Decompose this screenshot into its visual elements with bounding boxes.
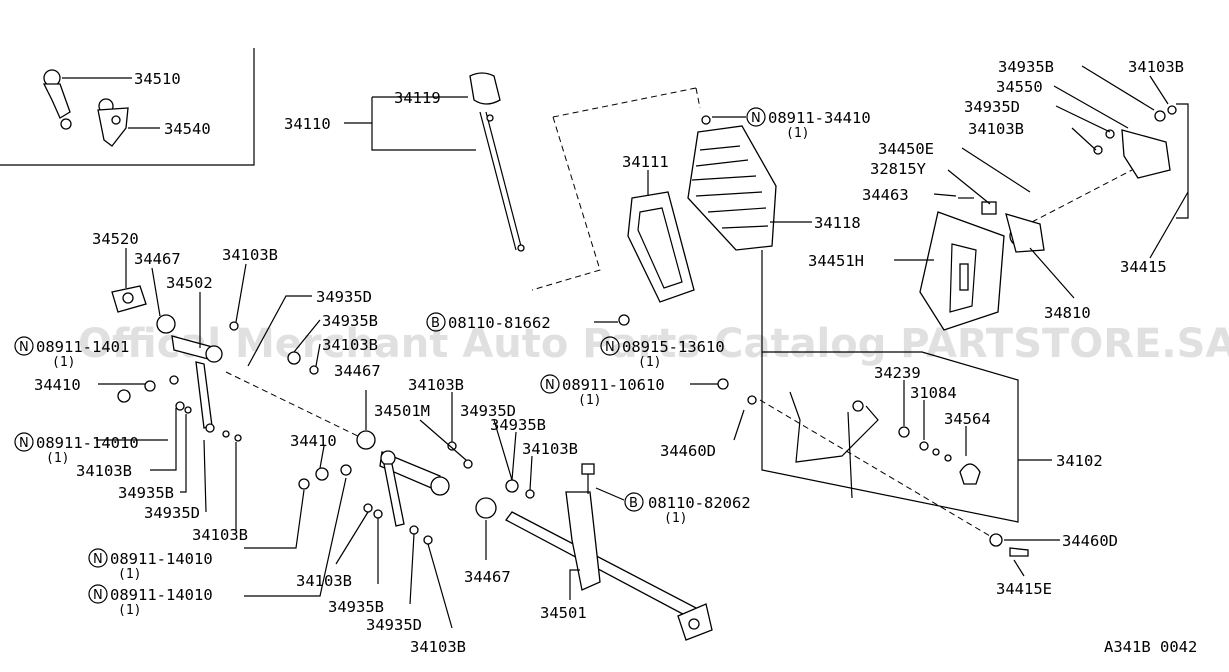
label-31084: 31084 — [910, 384, 957, 402]
nut-marker-icon: N — [19, 340, 29, 355]
label-32815Y: 32815Y — [870, 160, 927, 178]
nut-marker-icon: N — [751, 111, 761, 126]
label-08110-82062: 08110-82062 — [648, 494, 751, 512]
label-34103B: 34103B — [76, 462, 132, 480]
label-34103B: 34103B — [968, 120, 1024, 138]
label-08110-81662: 08110-81662 — [448, 314, 551, 332]
nut-marker-icon: N — [545, 378, 555, 393]
cross-shaft-icon — [505, 463, 713, 641]
label-34935D: 34935D — [144, 504, 200, 522]
label-34935B: 34935B — [328, 598, 384, 616]
label-34103B: 34103B — [192, 526, 248, 544]
label-08911-14010: 08911-14010 — [36, 434, 139, 452]
label-34467: 34467 — [464, 568, 511, 586]
label-34935D: 34935D — [316, 288, 372, 306]
qty-08911-10610: (1) — [578, 393, 601, 408]
label-34935D: 34935D — [460, 402, 516, 420]
label-34415: 34415 — [1120, 258, 1167, 276]
gate-plate-icon — [919, 211, 1005, 331]
label-34415E: 34415E — [996, 580, 1052, 598]
label-08911-14010: 08911-14010 — [110, 586, 213, 604]
bushing-34460D-icon — [989, 533, 1029, 557]
inset-part-34510-icon — [42, 69, 72, 130]
label-34410: 34410 — [34, 376, 81, 394]
bracket-assembly-icon — [958, 103, 1189, 253]
label-08911-10610: 08911-10610 — [562, 376, 665, 394]
label-34103B: 34103B — [1128, 58, 1184, 76]
label-34110: 34110 — [284, 115, 331, 133]
label-34103B: 34103B — [408, 376, 464, 394]
label-34550: 34550 — [996, 78, 1043, 96]
label-34463: 34463 — [862, 186, 909, 204]
label-34103B: 34103B — [322, 336, 378, 354]
label-34103B: 34103B — [222, 246, 278, 264]
shift-boot-icon — [687, 115, 777, 251]
label-34410: 34410 — [290, 432, 337, 450]
label-34935B: 34935B — [118, 484, 174, 502]
nut-marker-icon: N — [93, 588, 103, 603]
label-34451H: 34451H — [808, 252, 864, 270]
label-34103B: 34103B — [410, 638, 466, 656]
label-34450E: 34450E — [878, 140, 934, 158]
label-34502: 34502 — [166, 274, 213, 292]
label-08911-34410: 08911-34410 — [768, 109, 871, 127]
label-34103B: 34103B — [296, 572, 352, 590]
bolt-marker-icon: B — [629, 496, 638, 511]
label-34118: 34118 — [814, 214, 861, 232]
nut-marker-icon: N — [93, 552, 103, 567]
shift-lever-icon — [469, 72, 525, 252]
label-34540: 34540 — [164, 120, 211, 138]
linkage-left-icon — [111, 285, 319, 442]
qty-08911-1401: (1) — [52, 355, 75, 370]
label-34935D: 34935D — [366, 616, 422, 634]
label-34102: 34102 — [1056, 452, 1103, 470]
nut-marker-icon: N — [19, 436, 29, 451]
label-34501: 34501 — [540, 604, 587, 622]
label-08911-14010: 08911-14010 — [110, 550, 213, 568]
shift-plate-icon — [627, 191, 695, 303]
qty-08110-82062: (1) — [664, 511, 687, 526]
label-34119: 34119 — [394, 89, 441, 107]
qty-08911-14010: (1) — [46, 451, 69, 466]
watermark-text: Offical Merchant Auto Parts Catalog PART… — [78, 321, 1229, 367]
label-34501M: 34501M — [374, 402, 430, 420]
label-34460D: 34460D — [1062, 532, 1118, 550]
label-34239: 34239 — [874, 364, 921, 382]
label-34935B: 34935B — [490, 416, 546, 434]
qty-08911-14010: (1) — [118, 603, 141, 618]
label-08915-13610: 08915-13610 — [622, 338, 725, 356]
label-34103B: 34103B — [522, 440, 578, 458]
shift-rod-assembly-icon — [747, 391, 981, 499]
label-34935B: 34935B — [998, 58, 1054, 76]
nut-marker-icon: N — [605, 340, 615, 355]
label-34111: 34111 — [622, 153, 669, 171]
label-34935B: 34935B — [322, 312, 378, 330]
label-34467: 34467 — [134, 250, 181, 268]
inset-part-34540-icon — [97, 98, 129, 147]
figure-code: A341B 0042 — [1104, 638, 1197, 656]
label-34520: 34520 — [92, 230, 139, 248]
label-34810: 34810 — [1044, 304, 1091, 322]
label-34460D: 34460D — [660, 442, 716, 460]
label-34935D: 34935D — [964, 98, 1020, 116]
label-08911-1401: 08911-1401 — [36, 338, 129, 356]
label-34564: 34564 — [944, 410, 991, 428]
inset-box: 34510 34540 — [0, 48, 255, 166]
qty-08911-14010: (1) — [118, 567, 141, 582]
label-34467: 34467 — [334, 362, 381, 380]
qty-08915-13610: (1) — [638, 355, 661, 370]
qty-08911-34410: (1) — [786, 126, 809, 141]
label-34510: 34510 — [134, 70, 181, 88]
bolt-marker-icon: B — [431, 316, 440, 331]
linkage-center-icon — [298, 430, 535, 545]
